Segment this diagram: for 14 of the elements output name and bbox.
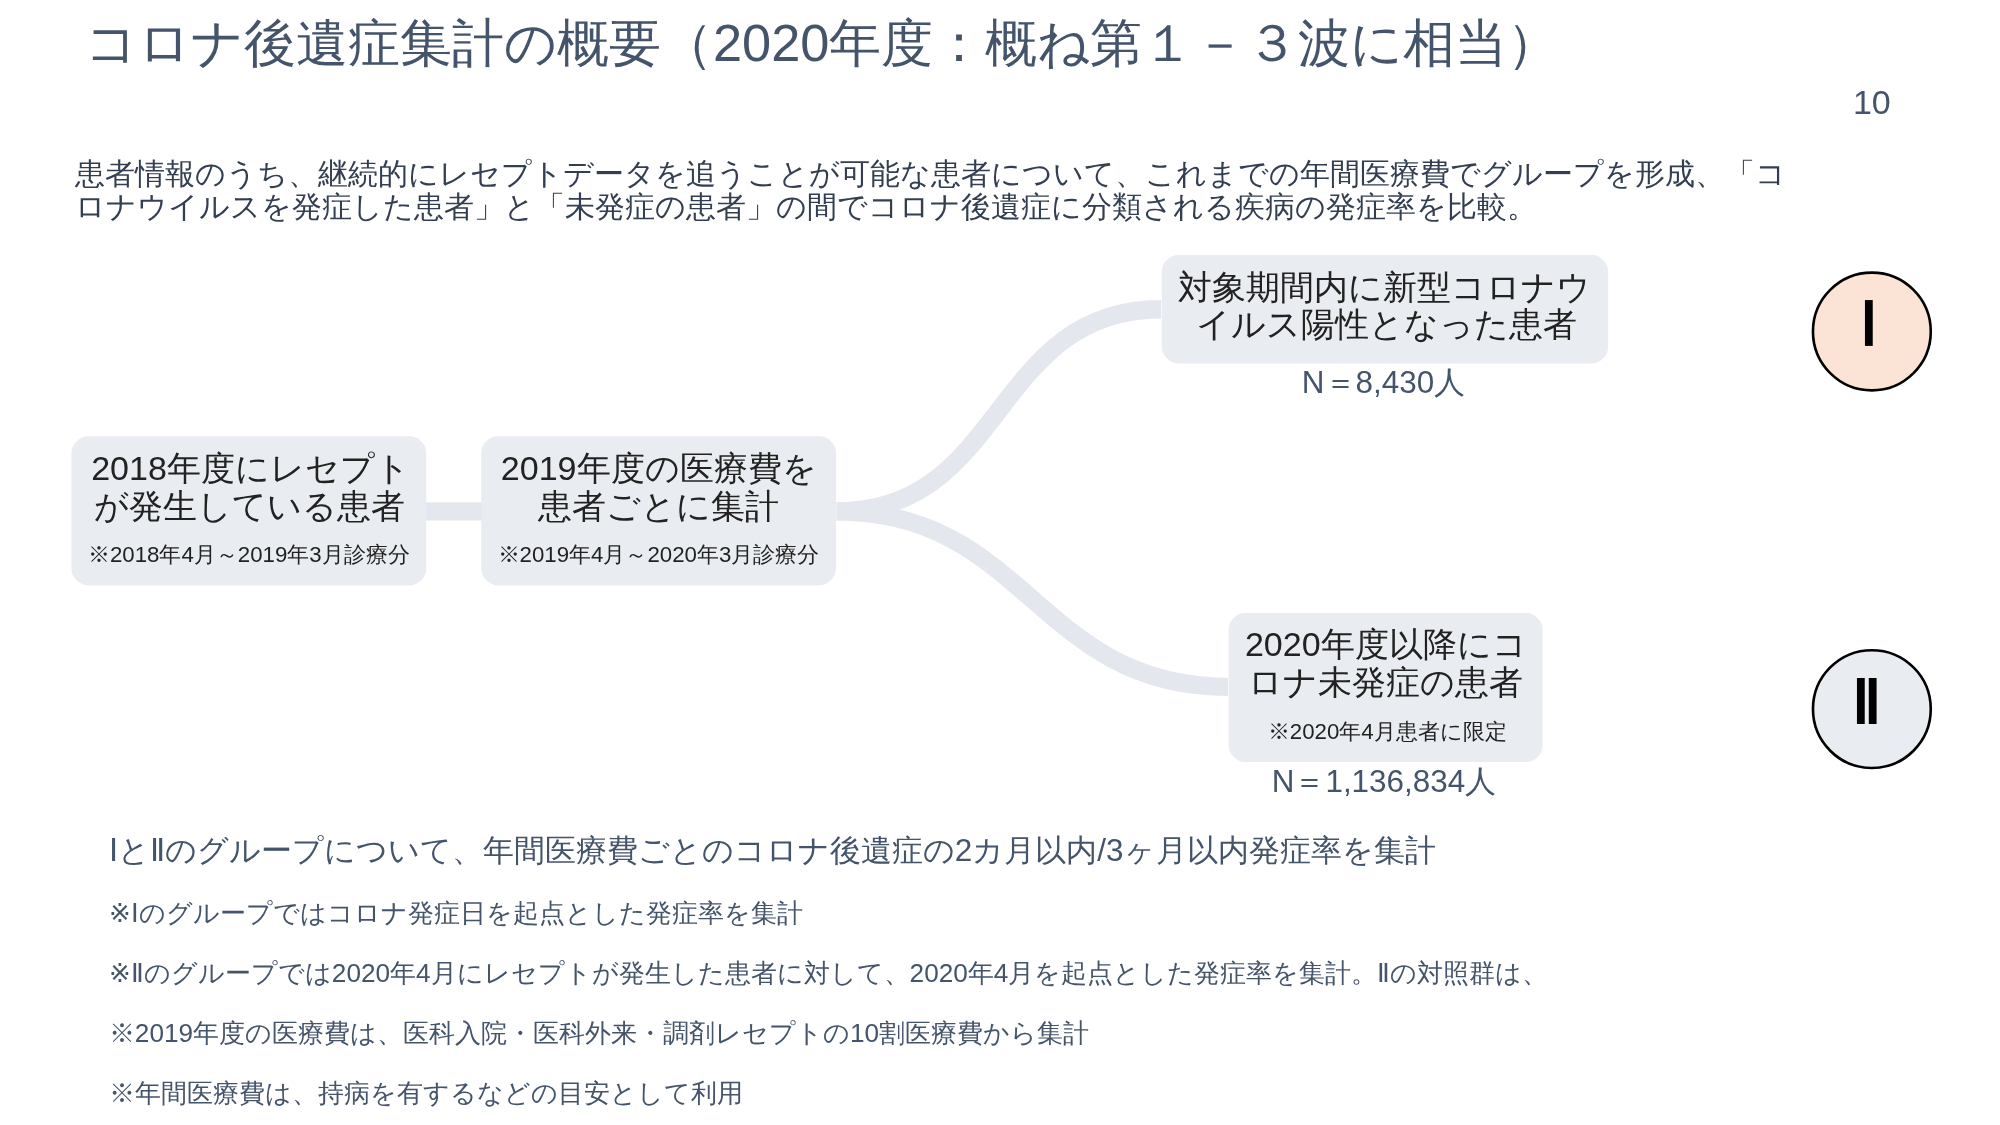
node-label: N＝1,136,834人 [1271,763,1496,799]
node-label: N＝8,430人 [1301,365,1465,401]
label: ※年間医療費は、持病を有するなどの目安として利用 [108,1078,743,1109]
label: 患者情報のうち、継続的にレセプトデータを追うことが可能な患者について、これまでの年間医療費でグループを形成、「コロナウイルスを発症した患者」と「未発症の患者」の間でコロナ後遺症に分類される疾病の発症率を比較。 [74,157,1786,223]
label: ※Ⅰのグループではコロナ発症日を起点とした発症率を集計 [108,897,803,928]
label: ⅠとⅡのグループについて、年間医療費ごとのコロナ後遺症の2カ月以内/3ヶ月以内発症率を集計 [108,832,1436,868]
node-circle: Ⅱ [1811,648,1932,770]
node-circle: Ⅰ [1811,271,1932,392]
label: ※Ⅱのグループでは2020年4月にレセプトが発生した患者に対して、2020年4月を起点とした発症率を集計。Ⅱの対照群は、 [108,957,1548,988]
connector [425,502,482,521]
label: 10 [1852,82,1891,121]
diagram-title: コロナ後遺症集計の概要（2020年度：概ね第１－３波に相当） [84,13,1559,72]
connector [835,502,1229,696]
label: ※2019年度の医療費は、医科入院・医科外来・調剤レセプトの10割医療費から集計 [108,1018,1089,1049]
